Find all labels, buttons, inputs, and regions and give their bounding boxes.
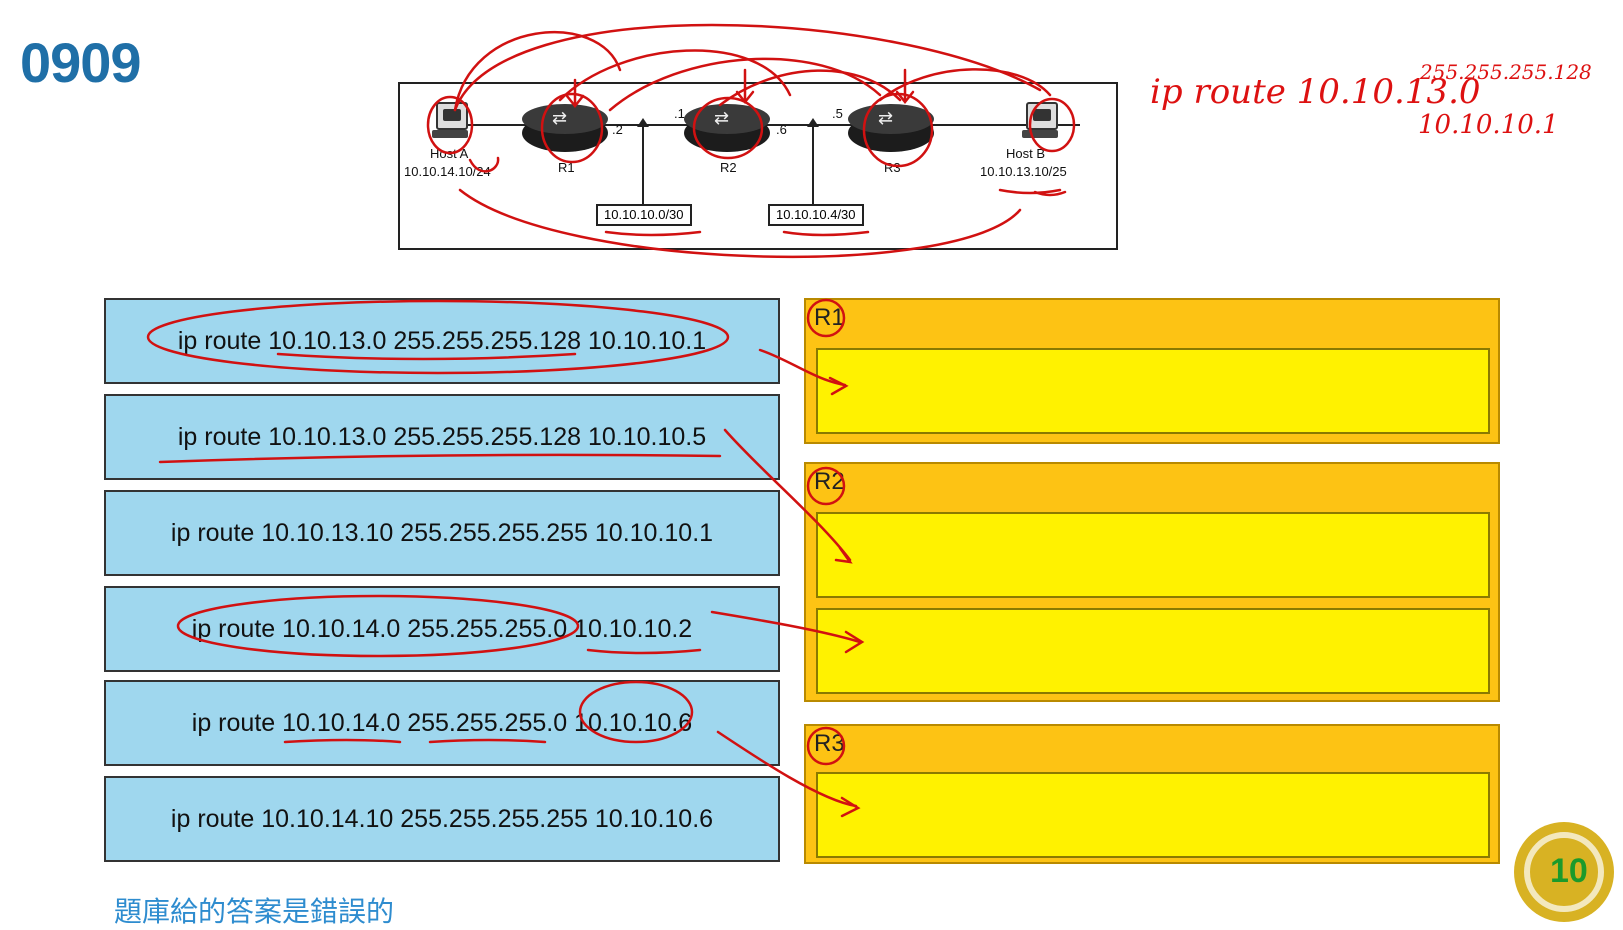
- network-label-2: 10.10.10.4/30: [768, 204, 864, 226]
- target-zone-r1-label: R1: [814, 304, 845, 331]
- network-pointer-arrow: [807, 118, 819, 204]
- host-b-label: Host B: [1006, 146, 1046, 161]
- footer-note: 題庫給的答案是錯誤的: [114, 895, 395, 928]
- host-a-computer-icon: [430, 102, 470, 142]
- router-r1-label: R1: [558, 160, 575, 175]
- host-a-ip: 10.10.14.10/24: [404, 164, 491, 179]
- port-r1-right: .2: [612, 122, 623, 137]
- handwritten-note-mask: 255.255.255.128: [1420, 60, 1592, 84]
- port-r3-left: .5: [832, 106, 843, 121]
- target-zone-r3: R3: [804, 724, 1500, 864]
- route-option-2[interactable]: ip route 10.10.13.0 255.255.255.128 10.1…: [104, 394, 780, 480]
- route-option-1[interactable]: ip route 10.10.13.0 255.255.255.128 10.1…: [104, 298, 780, 384]
- target-zone-r2-label: R2: [814, 468, 845, 495]
- router-r3-icon: ⇄: [848, 104, 934, 154]
- logo-number: 10: [1550, 852, 1588, 890]
- route-option-4[interactable]: ip route 10.10.14.0 255.255.255.0 10.10.…: [104, 586, 780, 672]
- port-r2-left: .1: [674, 106, 685, 121]
- route-option-5[interactable]: ip route 10.10.14.0 255.255.255.0 10.10.…: [104, 680, 780, 766]
- drop-slot-r2-a[interactable]: [816, 512, 1490, 598]
- target-zone-r3-label: R3: [814, 730, 845, 757]
- topology-diagram: Host A 10.10.14.10/24 ⇄ R1 .2 ⇄ R2 .1 .6…: [398, 82, 1118, 250]
- host-a-label: Host A: [430, 146, 469, 161]
- drop-slot-r2-b[interactable]: [816, 608, 1490, 694]
- handwritten-note-nexthop: 10.10.10.1: [1418, 110, 1559, 140]
- route-option-6[interactable]: ip route 10.10.14.10 255.255.255.255 10.…: [104, 776, 780, 862]
- page-title: 0909: [20, 31, 142, 94]
- host-b-computer-icon: [1020, 102, 1060, 142]
- network-label-1: 10.10.10.0/30: [596, 204, 692, 226]
- router-r3-label: R3: [884, 160, 901, 175]
- target-zone-r1: R1: [804, 298, 1500, 444]
- channel-logo: 10: [1514, 822, 1614, 922]
- port-r2-right: .6: [776, 122, 787, 137]
- router-r2-icon: ⇄: [684, 104, 770, 154]
- host-b-ip: 10.10.13.10/25: [980, 164, 1067, 179]
- network-pointer-arrow: [637, 118, 649, 204]
- route-option-3[interactable]: ip route 10.10.13.10 255.255.255.255 10.…: [104, 490, 780, 576]
- drop-slot-r3[interactable]: [816, 772, 1490, 858]
- router-r1-icon: ⇄: [522, 104, 608, 154]
- handwritten-note-route: ip route 10.10.13.0: [1150, 72, 1481, 112]
- router-r2-label: R2: [720, 160, 737, 175]
- drop-slot-r1[interactable]: [816, 348, 1490, 434]
- target-zone-r2: R2: [804, 462, 1500, 702]
